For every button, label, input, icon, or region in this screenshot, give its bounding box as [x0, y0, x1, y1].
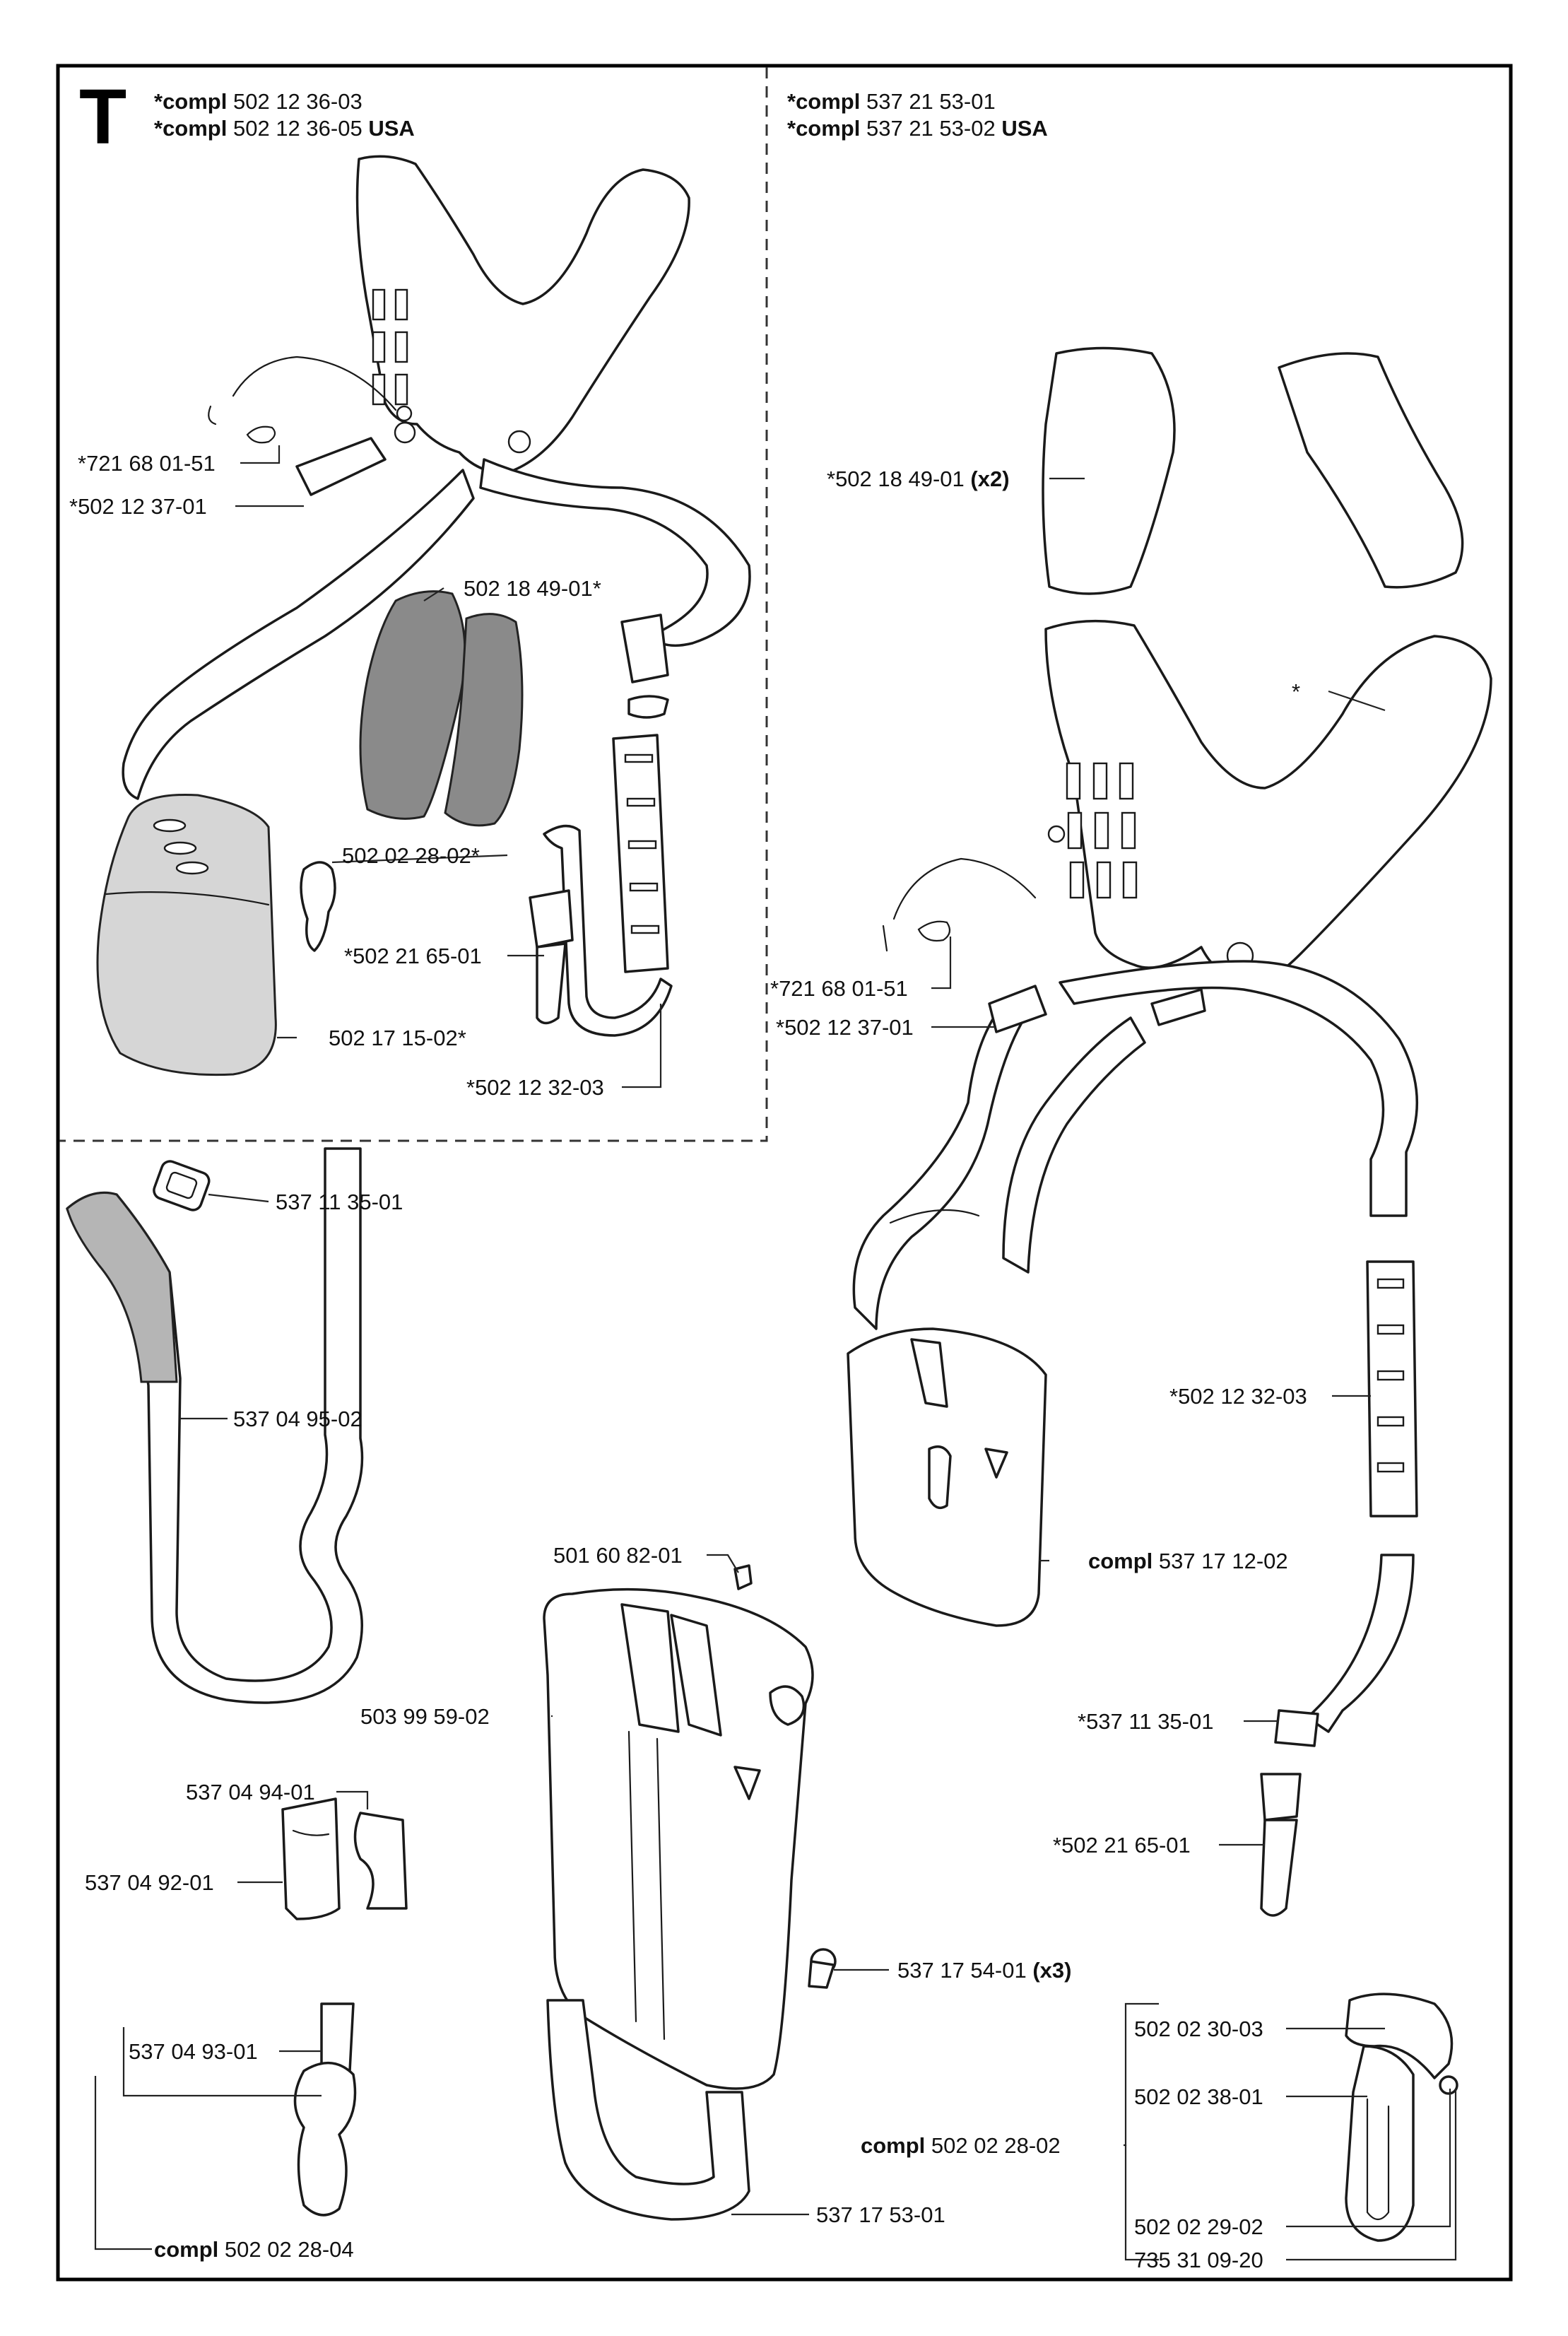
callout-537113501-a: 537 11 35-01	[276, 1190, 403, 1214]
kit-left-line-2: *compl 502 12 36-05 USA	[154, 116, 415, 141]
kit-boundary-dashed	[59, 67, 768, 1142]
callout-501608201: 501 60 82-01	[553, 1543, 683, 1568]
belt-strap-lower	[66, 1147, 364, 1704]
callout-502216501-b: *502 21 65-01	[1053, 1833, 1191, 1857]
holster-503995902	[543, 1564, 837, 2221]
callout-502171502: 502 17 15-02*	[329, 1026, 466, 1050]
callout-502123701-a: *502 12 37-01	[69, 494, 207, 519]
callout-537175301: 537 17 53-01	[816, 2202, 945, 2227]
callout-721680151-b: *721 68 01-51	[770, 976, 908, 1001]
callout-star: *	[1292, 679, 1300, 704]
callout-502123203-a: *502 12 32-03	[466, 1075, 604, 1100]
callout-537175401: 537 17 54-01 (x3)	[897, 1958, 1071, 1983]
callout-537049401: 537 04 94-01	[186, 1780, 315, 1804]
callout-compl-537171202: compl 537 17 12-02	[1088, 1549, 1288, 1573]
callout-502184901-b: *502 18 49-01 (x2)	[827, 466, 1010, 491]
harness-left-kit	[96, 155, 751, 1076]
kit-right-line-2: *compl 537 21 53-02 USA	[787, 116, 1048, 141]
callout-537049201: 537 04 92-01	[85, 1870, 214, 1895]
callout-502184901-a: 502 18 49-01*	[464, 576, 601, 601]
callout-503995902: 503 99 59-02	[360, 1704, 490, 1729]
callout-721680151-a: *721 68 01-51	[78, 451, 216, 476]
kit-left-line-1: *compl 502 12 36-03	[154, 89, 362, 114]
kit-right-line-1: *compl 537 21 53-01	[787, 89, 996, 114]
page-frame	[56, 64, 1513, 2282]
harness-right-kit	[847, 346, 1492, 1917]
callout-compl-502022802: compl 502 02 28-02	[861, 2133, 1061, 2158]
callout-502123203-b: *502 12 32-03	[1169, 1384, 1307, 1409]
clip-parts-lower-left	[281, 1797, 408, 2217]
callout-502022902: 502 02 29-02	[1134, 2214, 1263, 2239]
callout-502123701-b: *502 12 37-01	[776, 1015, 914, 1040]
section-letter: T	[79, 74, 126, 160]
leader-lines	[94, 445, 1457, 2261]
callout-735310920: 735 31 09-20	[1134, 2248, 1263, 2272]
callout-537113501-b: *537 11 35-01	[1078, 1709, 1213, 1734]
callout-502023801: 502 02 38-01	[1134, 2084, 1263, 2109]
callout-502022802-a: 502 02 28-02*	[342, 843, 480, 868]
callout-537049502: 537 04 95-02	[233, 1407, 362, 1431]
callout-compl-502022804: compl 502 02 28-04	[154, 2237, 354, 2262]
callout-502216501-a: *502 21 65-01	[344, 944, 482, 968]
callout-502023003: 502 02 30-03	[1134, 2017, 1263, 2041]
callout-labels: *721 68 01-51 *502 12 37-01 502 18 49-01…	[69, 451, 1307, 2272]
callout-537049301: 537 04 93-01	[129, 2039, 258, 2064]
hook-assembly-502022802	[1345, 1992, 1458, 2242]
